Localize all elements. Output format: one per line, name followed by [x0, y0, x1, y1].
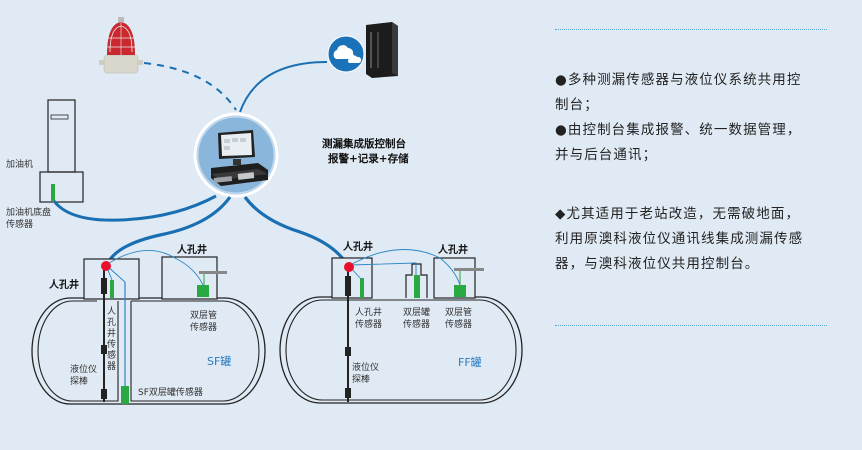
ff-manhole-sensor-label-line1: 人孔井	[355, 306, 382, 318]
svg-text:井: 井	[107, 327, 116, 339]
cloud-server-icon	[327, 22, 398, 78]
feature-bullet-1: ●多种测漏传感器与液位仪系统共用控 制台；	[555, 72, 802, 113]
sf-pipe-sensor-label-line1: 双层管	[190, 309, 217, 321]
sf-tank-sensor-label: SF双层罐传感器	[138, 386, 203, 398]
sf-level-probe-label-line1: 液位仪	[70, 363, 97, 375]
ff-manhole-left-label: 人孔井	[343, 240, 373, 253]
ff-junction-node	[344, 262, 354, 272]
sf-tank-sensor	[121, 386, 129, 404]
ff-tank-cable	[243, 196, 350, 267]
sf-tank-name: SF罐	[207, 355, 231, 368]
sf-manhole-right-label: 人孔井	[177, 243, 207, 256]
feature-bullet-3: ◆尤其适用于老站改造，无需破地面， 利用原澳科液位仪通讯线集成测漏传感 器，与澳…	[555, 206, 804, 272]
dispenser-sump-sensor	[51, 184, 55, 201]
ff-pipe-sensor	[454, 285, 466, 297]
system-diagram: 测漏集成版控制台 报警+记录+存储 加油机 加油机底盘 传感器	[6, 17, 523, 405]
ff-manhole-sensor	[360, 278, 364, 298]
ff-manhole-sensor-label-line2: 传感器	[355, 318, 382, 330]
ff-tank-name: FF罐	[458, 356, 482, 369]
ff-tank	[279, 249, 523, 404]
ff-tank-sensor	[414, 275, 420, 298]
fuel-dispenser	[39, 99, 84, 203]
monitor-console-icon	[193, 112, 279, 198]
sf-tank-cable	[105, 196, 232, 266]
svg-text:器: 器	[107, 361, 116, 372]
server-link-cable	[239, 61, 328, 113]
ff-tank-sensor-label-line1: 双层罐	[403, 306, 430, 318]
ff-tank-sensor-label-line2: 传感器	[403, 318, 430, 330]
sf-level-probe-label-line2: 探棒	[70, 375, 88, 387]
dispenser-label: 加油机	[6, 158, 33, 170]
svg-text:感: 感	[107, 349, 116, 361]
sf-tank	[31, 250, 266, 405]
svg-text:孔: 孔	[107, 317, 116, 328]
ff-level-probe-label-line2: 探棒	[352, 373, 370, 385]
ff-pipe-sensor-label-line2: 传感器	[445, 318, 472, 330]
bottom-divider	[555, 325, 827, 326]
sf-manhole-sensor	[110, 280, 114, 298]
ff-manhole-right-label: 人孔井	[438, 243, 468, 256]
dispenser-sensor-label-line2: 传感器	[6, 218, 33, 230]
feature-bullet-2: ●由控制台集成报警、统一数据管理， 并与后台通讯；	[555, 122, 802, 163]
sf-pipe-sensor	[197, 285, 209, 297]
svg-text:传: 传	[107, 338, 116, 350]
svg-text:人: 人	[107, 306, 116, 317]
console-title-line2: 报警+记录+存储	[328, 152, 409, 165]
console-title-line1: 测漏集成版控制台	[322, 137, 406, 150]
dispenser-cable	[52, 194, 217, 222]
dispenser-sensor-label-line1: 加油机底盘	[6, 206, 51, 218]
sf-pipe-sensor-label-line2: 传感器	[190, 321, 217, 333]
sf-manhole-left-label: 人孔井	[49, 278, 79, 291]
top-divider	[555, 29, 827, 30]
ff-level-probe-label-line1: 液位仪	[352, 361, 379, 373]
ff-pipe-sensor-label-line1: 双层管	[445, 306, 472, 318]
sf-junction-node	[101, 261, 111, 271]
alarm-link-dashed	[143, 62, 237, 111]
features-panel: ●多种测漏传感器与液位仪系统共用控 制台； ●由控制台集成报警、统一数据管理， …	[555, 0, 835, 450]
alarm-beacon-icon	[99, 17, 143, 74]
sf-manhole-sensor-label: 人 孔 井 传 感 器	[107, 306, 116, 372]
